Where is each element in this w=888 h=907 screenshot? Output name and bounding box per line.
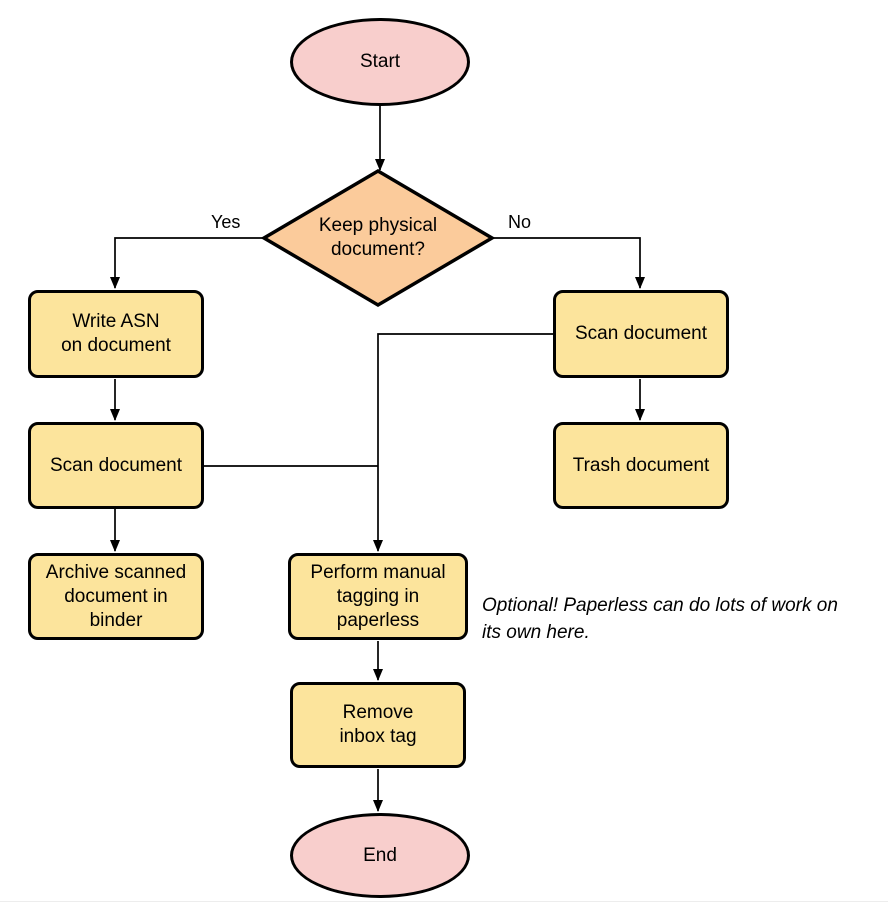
node-decision-keep-physical-document: Keep physical document? bbox=[318, 215, 438, 260]
node-write-asn-on-document: Write ASN on document bbox=[28, 290, 204, 378]
edge-scan-right-to-tagging bbox=[373, 333, 553, 552]
edge-decision-no-to-scan-right bbox=[491, 237, 645, 289]
edge-decision-yes-to-write-asn bbox=[110, 237, 265, 289]
node-archive-scanned-document: Archive scanned document in binder bbox=[28, 553, 204, 640]
node-scan-document-right: Scan document bbox=[553, 290, 729, 378]
edge-label-no: No bbox=[508, 212, 532, 232]
edge-label-yes: Yes bbox=[211, 212, 241, 232]
node-remove-inbox-tag: Remove inbox tag bbox=[290, 682, 466, 768]
bottom-rule-line bbox=[0, 901, 888, 902]
annotation-optional-paperless: Optional! Paperless can do lots of work … bbox=[482, 595, 838, 643]
node-scan-document-left: Scan document bbox=[28, 422, 204, 509]
node-perform-manual-tagging: Perform manual tagging in paperless bbox=[288, 553, 468, 640]
decision-diamond-shape bbox=[260, 168, 496, 308]
node-trash-document: Trash document bbox=[553, 422, 729, 509]
node-end: End bbox=[290, 813, 470, 898]
node-start: Start bbox=[290, 18, 470, 106]
